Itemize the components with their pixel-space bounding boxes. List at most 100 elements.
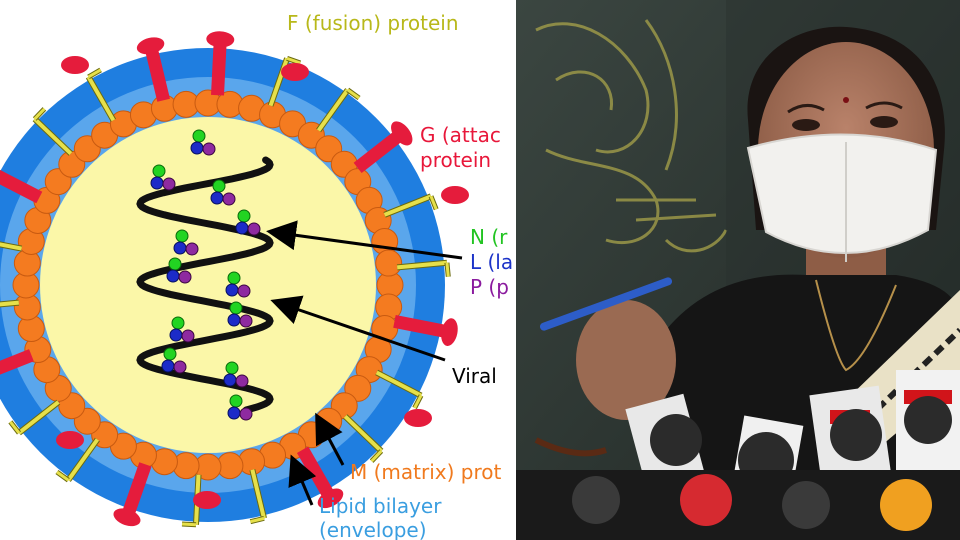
pointer-arrow <box>288 454 317 506</box>
fusion-protein-core <box>343 415 383 453</box>
p-protein-bead <box>247 222 261 236</box>
l-protein-bead <box>210 191 224 205</box>
fusion-protein-tip-core <box>286 56 301 65</box>
n-protein-bead <box>229 301 243 315</box>
attachment-protein-bud <box>441 186 469 204</box>
attachment-protein-bud <box>61 56 89 74</box>
fusion-protein-core <box>0 242 22 251</box>
fusion-protein-tip-core <box>33 107 46 121</box>
n-protein-bead <box>171 316 185 330</box>
l-protein-bead <box>227 313 241 327</box>
fusion-protein-tip-core <box>181 522 197 527</box>
n-protein-bead <box>212 179 226 193</box>
fusion-protein-label: F (fusion) protein <box>287 11 459 35</box>
attachment-protein <box>145 50 170 102</box>
attachment-protein-head <box>113 508 141 527</box>
fusion-protein-tip-core <box>87 68 102 79</box>
fusion-protein-tip-core <box>370 449 383 463</box>
n-protein-bead <box>192 129 206 143</box>
l-protein-bead <box>190 141 204 155</box>
viral-label: Viral <box>452 364 497 388</box>
attachment-protein-bud <box>404 409 432 427</box>
microphone-icon <box>516 370 960 540</box>
bracelet <box>534 437 607 457</box>
pointer-arrow <box>270 295 446 362</box>
n-protein-bead <box>225 361 239 375</box>
virus-diagram: F (fusion) protein G (attac protein N (r… <box>0 11 513 540</box>
fusion-protein-core <box>33 117 73 155</box>
n-protein-bead <box>237 209 251 223</box>
p-protein-bead <box>181 329 195 343</box>
attachment-protein-head <box>206 31 235 48</box>
press-conference-photo <box>516 0 960 540</box>
lipid-bilayer-label-line1: Lipid bilayer <box>319 494 442 518</box>
p-protein-bead <box>162 177 176 191</box>
attachment-protein <box>211 44 227 96</box>
attachment-protein <box>0 349 34 375</box>
p-protein-bead <box>222 192 236 206</box>
pointer-arrow <box>266 220 463 260</box>
l-protein-bead <box>169 328 183 342</box>
p-protein-bead <box>173 360 187 374</box>
attachment-protein-bud <box>56 431 84 449</box>
n-protein-bead <box>163 347 177 361</box>
attachment-protein <box>0 169 43 204</box>
fusion-protein-core <box>0 300 20 307</box>
hand <box>576 300 676 420</box>
attachment-protein-label-line1: G (attac <box>420 123 501 147</box>
matrix-protein-bead <box>375 249 403 277</box>
fusion-protein-core <box>383 194 432 217</box>
attachment-protein-head <box>317 488 344 509</box>
l-protein-label: L (la <box>470 250 513 274</box>
fusion-protein-tip-core <box>413 394 423 409</box>
n-protein-label: N (r <box>470 225 508 249</box>
fusion-protein-core <box>375 370 422 398</box>
attachment-protein-bud <box>281 63 309 81</box>
l-protein-bead <box>227 406 241 420</box>
fusion-protein-core <box>396 260 448 270</box>
fusion-protein-tip-core <box>445 262 450 277</box>
fusion-protein-core <box>250 469 266 519</box>
p-protein-bead <box>202 142 216 156</box>
pen-icon <box>539 277 673 331</box>
n-protein-bead <box>168 257 182 271</box>
l-protein-bead <box>225 283 239 297</box>
mask-icon <box>746 133 938 254</box>
n-protein-bead <box>227 271 241 285</box>
fusion-protein-tip-core <box>429 195 438 210</box>
p-protein-bead <box>237 284 251 298</box>
virus-diagram-panel: F (fusion) protein G (attac protein N (r… <box>0 11 514 540</box>
p-protein-label: P (p <box>470 275 509 299</box>
viral-rna-helix <box>136 156 274 414</box>
n-protein-bead <box>175 229 189 243</box>
lipid-bilayer-label-line2: (envelope) <box>319 518 427 540</box>
fusion-protein-core <box>86 75 116 122</box>
fusion-protein-core <box>66 438 100 482</box>
backdrop-drawing <box>535 19 728 253</box>
l-protein-bead <box>166 269 180 283</box>
attachment-protein <box>122 462 152 514</box>
p-protein-bead <box>239 314 253 328</box>
pointer-arrow <box>315 412 345 466</box>
l-protein-bead <box>150 176 164 190</box>
fusion-protein-core <box>316 88 350 132</box>
fusion-protein-tip-core <box>346 88 360 100</box>
l-protein-bead <box>161 359 175 373</box>
attachment-protein-head <box>441 318 458 346</box>
attachment-protein <box>393 315 445 338</box>
attachment-protein <box>353 131 402 174</box>
l-protein-bead <box>173 241 187 255</box>
n-protein-bead <box>152 164 166 178</box>
l-protein-bead <box>235 221 249 235</box>
matrix-protein-label: M (matrix) prot <box>350 460 501 484</box>
fusion-protein-tip-core <box>56 470 70 482</box>
p-protein-bead <box>185 242 199 256</box>
p-protein-bead <box>239 407 253 421</box>
p-protein-bead <box>235 374 249 388</box>
attachment-protein-bud <box>193 491 221 509</box>
fusion-protein-tip-core <box>250 516 265 524</box>
attachment-protein-label-line2: protein <box>420 148 491 172</box>
fusion-protein-core <box>17 400 60 435</box>
photo-panel <box>516 0 960 540</box>
attachment-protein-head <box>391 121 413 146</box>
